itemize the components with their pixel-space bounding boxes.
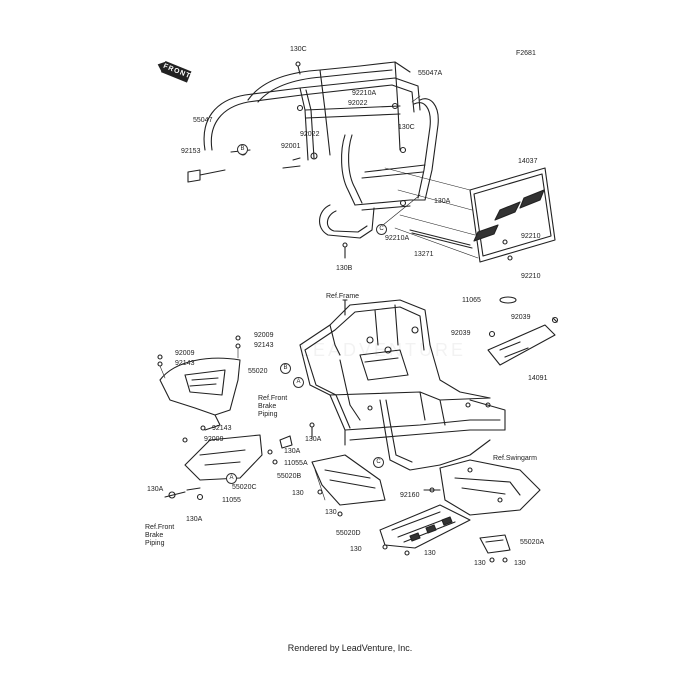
reference-note: Ref.Frame bbox=[326, 293, 360, 300]
part-callout[interactable]: 55047A bbox=[418, 70, 443, 77]
part-callout[interactable]: 130 bbox=[474, 560, 486, 567]
part-callout[interactable]: 130A bbox=[147, 486, 164, 493]
watermark: LEADVENTURE bbox=[300, 340, 467, 360]
reference-note: Ref.Front Brake Piping bbox=[258, 395, 288, 418]
front-guard-drawing bbox=[157, 335, 241, 443]
part-callout[interactable]: 92210A bbox=[385, 235, 410, 242]
part-callout[interactable]: 130 bbox=[514, 560, 526, 567]
part-callout[interactable]: 92143 bbox=[175, 360, 195, 367]
part-callout[interactable]: 11065 bbox=[462, 297, 481, 304]
part-callout[interactable]: 55020B bbox=[277, 473, 302, 480]
part-callout[interactable]: 92143 bbox=[254, 342, 274, 349]
reference-note: Ref.Swingarm bbox=[493, 455, 537, 462]
reference-note: Ref.Front Brake Piping bbox=[145, 524, 175, 547]
part-callout[interactable]: 55020C bbox=[232, 484, 257, 491]
part-callout[interactable]: 130A bbox=[284, 448, 301, 455]
part-callout[interactable]: 130 bbox=[424, 550, 436, 557]
part-callout[interactable]: 130A bbox=[186, 516, 203, 523]
cargo-mat-drawing bbox=[384, 167, 556, 263]
main-frame-drawing bbox=[299, 299, 506, 501]
reference-circle-c: C bbox=[376, 224, 387, 235]
part-callout[interactable]: 92210 bbox=[521, 233, 541, 240]
rear-guard-bar-drawing bbox=[187, 61, 439, 259]
figure-id: F2681 bbox=[516, 50, 536, 57]
front-skid-plate-drawing bbox=[164, 422, 315, 501]
part-callout[interactable]: 92039 bbox=[451, 330, 471, 337]
part-callout[interactable]: 130 bbox=[292, 490, 304, 497]
part-callout[interactable]: 92160 bbox=[400, 492, 420, 499]
part-callout[interactable]: 55020A bbox=[520, 539, 545, 546]
part-callout[interactable]: 11055A bbox=[284, 460, 308, 467]
part-callout[interactable]: 13271 bbox=[414, 251, 434, 258]
lower-guard-drawing bbox=[311, 454, 386, 517]
part-callout[interactable]: 92009 bbox=[254, 332, 274, 339]
part-callout[interactable]: 130C bbox=[290, 46, 307, 53]
side-cover-drawing bbox=[487, 296, 559, 366]
part-callout[interactable]: 55020D bbox=[336, 530, 361, 537]
part-callout[interactable]: 14037 bbox=[518, 158, 538, 165]
skid-plate-drawing bbox=[379, 487, 471, 556]
part-callout[interactable]: 55047 bbox=[193, 117, 213, 124]
swingarm-guard-drawing bbox=[439, 459, 541, 563]
part-callout[interactable]: 92009 bbox=[175, 350, 195, 357]
part-callout[interactable]: 130A bbox=[305, 436, 322, 443]
part-callout[interactable]: 92039 bbox=[511, 314, 531, 321]
part-callout[interactable]: 92153 bbox=[181, 148, 201, 155]
part-callout[interactable]: 130 bbox=[325, 509, 337, 516]
part-callout[interactable]: 130B bbox=[336, 265, 353, 272]
reference-circle-b: B bbox=[280, 363, 291, 374]
part-callout[interactable]: 92210A bbox=[352, 90, 377, 97]
part-callout[interactable]: 92001 bbox=[281, 143, 301, 150]
reference-circle-a: A bbox=[226, 473, 237, 484]
part-callout[interactable]: 14091 bbox=[528, 375, 548, 382]
part-callout[interactable]: 92143 bbox=[212, 425, 232, 432]
reference-circle-a: A bbox=[293, 377, 304, 388]
part-callout[interactable]: 11055 bbox=[222, 497, 241, 504]
part-callout[interactable]: 130C bbox=[398, 124, 415, 131]
reference-circle-b: B bbox=[237, 144, 248, 155]
part-callout[interactable]: 130A bbox=[434, 198, 451, 205]
part-callout[interactable]: 92210 bbox=[521, 273, 541, 280]
part-callout[interactable]: 92022 bbox=[348, 100, 368, 107]
part-callout[interactable]: 55020 bbox=[248, 368, 268, 375]
footer-credit: Rendered by LeadVenture, Inc. bbox=[287, 643, 413, 653]
part-callout[interactable]: 92009 bbox=[204, 436, 224, 443]
part-callout[interactable]: 130 bbox=[350, 546, 362, 553]
part-callout[interactable]: 92022 bbox=[300, 131, 320, 138]
reference-circle-c: C bbox=[373, 457, 384, 468]
